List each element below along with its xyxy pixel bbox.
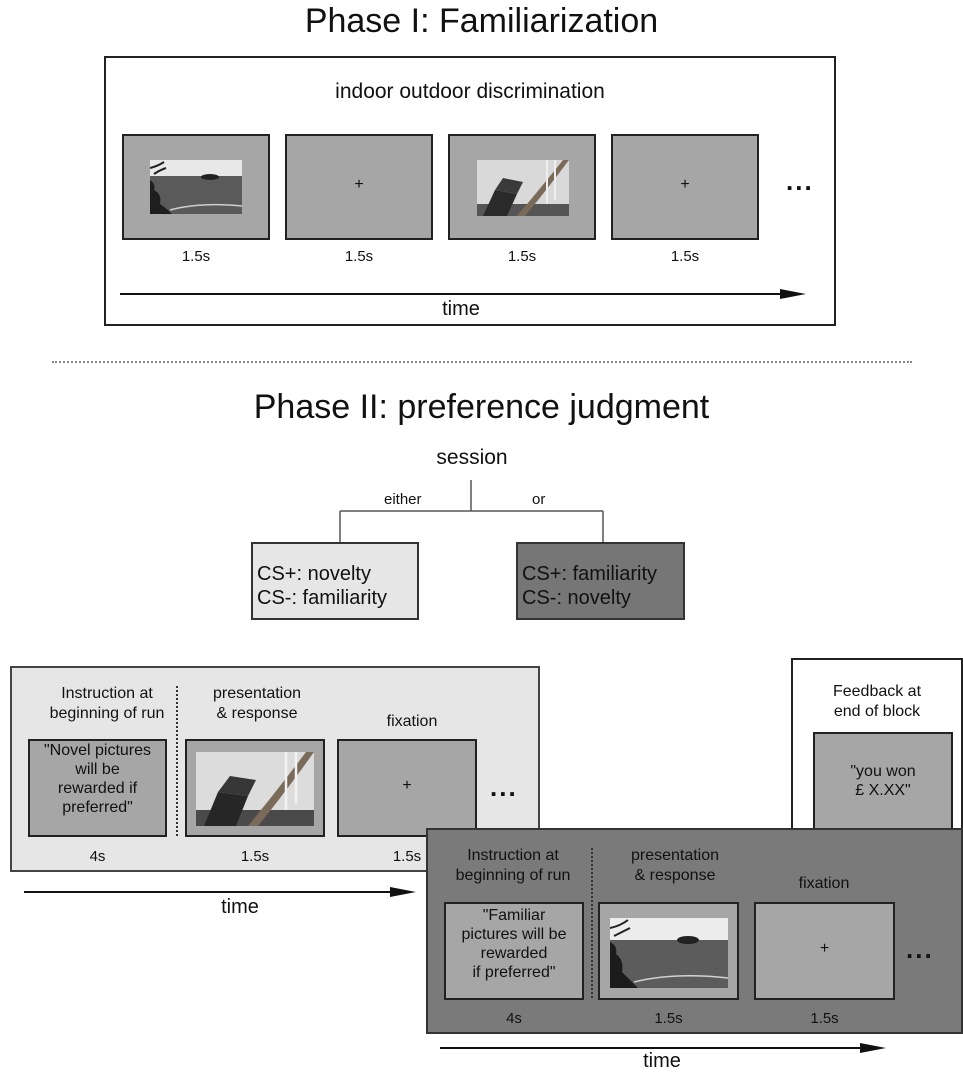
phase1-ellipsis: ... — [786, 166, 814, 196]
phase1-duration-3: 1.5s — [507, 248, 537, 265]
phase1-task-label: indoor outdoor discrimination — [335, 80, 605, 103]
phase1-duration-1: 1.5s — [181, 248, 211, 265]
run-familiarity-panel: Instruction at beginning of run presenta… — [426, 828, 963, 1034]
session-tree — [339, 480, 604, 542]
presentation-header: presentation & response — [600, 846, 750, 886]
instruction-header-line: Instruction at — [467, 847, 559, 864]
fixation-header: fixation — [798, 875, 850, 892]
staircase-image — [477, 160, 569, 216]
run-novelty-time-label: time — [221, 896, 259, 918]
seascape-image — [610, 918, 728, 988]
instruction-text-line: preferred" — [62, 799, 133, 816]
presentation-header-line: & response — [216, 705, 298, 722]
phase2-title: Phase II: preference judgment — [253, 388, 710, 426]
condition-line: CS+: novelty — [257, 563, 371, 585]
run-novelty-panel: Instruction at beginning of run presenta… — [10, 666, 540, 872]
run-familiarity-time-label: time — [643, 1050, 681, 1072]
session-label: session — [436, 446, 508, 469]
phase-separator — [52, 361, 912, 363]
fixation-cross: + — [402, 777, 412, 794]
run-ellipsis: ... — [490, 772, 518, 802]
phase1-title: Phase I: Familiarization — [304, 2, 659, 40]
presentation-header-line: presentation — [212, 685, 302, 702]
presentation-header: presentation & response — [182, 684, 332, 724]
instruction-text-line: "Novel pictures — [43, 742, 152, 759]
run-novelty-time-arrow — [24, 887, 416, 897]
phase1-screen-fixation-1: + — [285, 134, 433, 240]
instruction-header-line: beginning of run — [49, 705, 165, 722]
phase1-screen-indoor — [448, 134, 596, 240]
presentation-screen — [598, 902, 739, 1000]
feedback-header-line: end of block — [833, 703, 921, 720]
feedback-panel: Feedback at end of block "you won £ X.XX… — [791, 658, 963, 850]
duration: 1.5s — [654, 1010, 683, 1027]
instruction-text-line: rewarded if — [57, 780, 138, 797]
fixation-cross: + — [680, 176, 690, 193]
instruction-text: "Novel pictures will be rewarded if pref… — [30, 741, 165, 817]
instruction-header-line: beginning of run — [455, 867, 571, 884]
fixation-screen: + — [754, 902, 895, 1000]
instruction-text-line: rewarded — [480, 945, 548, 962]
phase1-time-arrow — [120, 289, 806, 299]
feedback-text: "you won £ X.XX" — [815, 762, 951, 800]
duration: 4s — [89, 848, 106, 865]
run-divider — [176, 686, 178, 836]
staircase-image — [196, 752, 314, 826]
phase1-screen-fixation-2: + — [611, 134, 759, 240]
fixation-cross: + — [819, 940, 830, 957]
condition-line: CS+: familiarity — [522, 563, 658, 585]
fixation-screen: + — [337, 739, 477, 837]
run-familiarity-time-arrow — [440, 1043, 886, 1053]
presentation-header-line: & response — [634, 867, 716, 884]
phase1-duration-4: 1.5s — [670, 248, 700, 265]
either-label: either — [384, 491, 422, 508]
feedback-screen: "you won £ X.XX" — [813, 732, 953, 830]
condition-novelty-rewarded: CS+: novelty CS-: familiarity — [251, 542, 419, 620]
instruction-text-line: if preferred" — [472, 964, 556, 981]
phase1-duration-2: 1.5s — [344, 248, 374, 265]
run-divider — [591, 848, 593, 998]
phase1-screen-outdoor — [122, 134, 270, 240]
seascape-image — [150, 160, 242, 214]
instruction-text-line: will be — [75, 761, 120, 778]
condition-line: CS-: familiarity — [257, 587, 388, 609]
instruction-screen: "Novel pictures will be rewarded if pref… — [28, 739, 167, 837]
fixation-cross: + — [354, 176, 364, 193]
instruction-text-line: "Familiar — [482, 907, 546, 924]
feedback-text-line: £ X.XX" — [855, 782, 911, 799]
instruction-text: "Familiar pictures will be rewarded if p… — [446, 906, 582, 982]
instruction-screen: "Familiar pictures will be rewarded if p… — [444, 902, 584, 1000]
feedback-header: Feedback at end of block — [793, 682, 961, 722]
condition-familiarity-rewarded: CS+: familiarity CS-: novelty — [516, 542, 685, 620]
duration: 1.5s — [810, 1010, 839, 1027]
or-label: or — [532, 491, 546, 508]
presentation-screen — [185, 739, 325, 837]
instruction-text-line: pictures will be — [461, 926, 567, 943]
duration: 4s — [506, 1010, 522, 1027]
instruction-header: Instruction at beginning of run — [32, 684, 182, 724]
instruction-header-line: Instruction at — [61, 685, 153, 702]
phase1-time-label: time — [442, 298, 480, 320]
phase1-panel: indoor outdoor discrimination + — [104, 56, 836, 326]
feedback-header-line: Feedback at — [832, 683, 922, 700]
instruction-header: Instruction at beginning of run — [438, 846, 588, 886]
fixation-header: fixation — [386, 713, 438, 730]
duration: 1.5s — [240, 848, 270, 865]
presentation-header-line: presentation — [630, 847, 720, 864]
condition-line: CS-: novelty — [522, 587, 631, 609]
duration: 1.5s — [392, 848, 422, 865]
run-ellipsis: ... — [906, 934, 934, 964]
feedback-text-line: "you won — [850, 763, 916, 780]
